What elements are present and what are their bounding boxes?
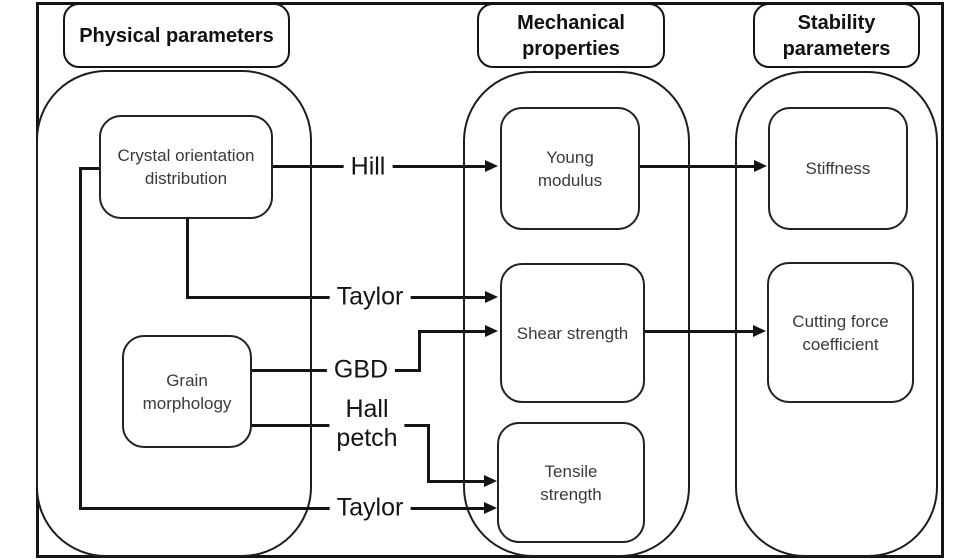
node-young-modulus: Young modulus — [500, 107, 640, 230]
edge-taylor-lower-arrowhead-icon — [484, 502, 497, 514]
node-grain-morphology: Grain morphology — [122, 335, 252, 448]
edge-young-stiffness-arrowhead-icon — [754, 160, 767, 172]
node-tensile-strength: Tensile strength — [497, 422, 645, 543]
edge-shear-cutting-arrowhead-icon — [753, 325, 766, 337]
edge-hill-arrowhead-icon — [485, 160, 498, 172]
edge-shear-cutting-line — [643, 330, 753, 333]
edge-gbd-arrowhead-icon — [485, 325, 498, 337]
physical-parameters-header: Physical parameters — [63, 3, 290, 68]
edge-label-hill: Hill — [343, 150, 393, 184]
edge-label-taylor-upper: Taylor — [329, 280, 411, 314]
node-shear-strength: Shear strength — [500, 263, 645, 403]
edge-young-stiffness-line — [640, 165, 754, 168]
edge-hall-petch-arrowhead-icon — [484, 475, 497, 487]
node-stiffness: Stiffness — [768, 107, 908, 230]
node-cutting-force-coefficient: Cutting force coefficient — [767, 262, 914, 403]
edge-hall-petch-line2 — [427, 480, 484, 483]
edge-hall-petch-vline — [427, 424, 430, 483]
edge-gbd-line2 — [418, 330, 485, 333]
edge-taylor-upper-arrowhead-icon — [485, 291, 498, 303]
edge-label-taylor-lower: Taylor — [329, 491, 411, 525]
edge-taylor-upper-vline — [186, 219, 189, 299]
edge-taylor-lower-vline — [79, 167, 82, 510]
edge-taylor-lower-line — [79, 507, 484, 510]
edge-gbd-vline — [418, 330, 421, 372]
node-crystal-orientation-distribution: Crystal orientation distribution — [99, 115, 273, 219]
mechanical-properties-header: Mechanical properties — [477, 3, 665, 68]
edge-label-hall-petch: Hall petch — [329, 393, 405, 455]
edge-label-gbd: GBD — [326, 353, 396, 387]
edge-taylor-lower-stub — [79, 167, 101, 170]
stability-parameters-header: Stability parameters — [753, 3, 920, 68]
